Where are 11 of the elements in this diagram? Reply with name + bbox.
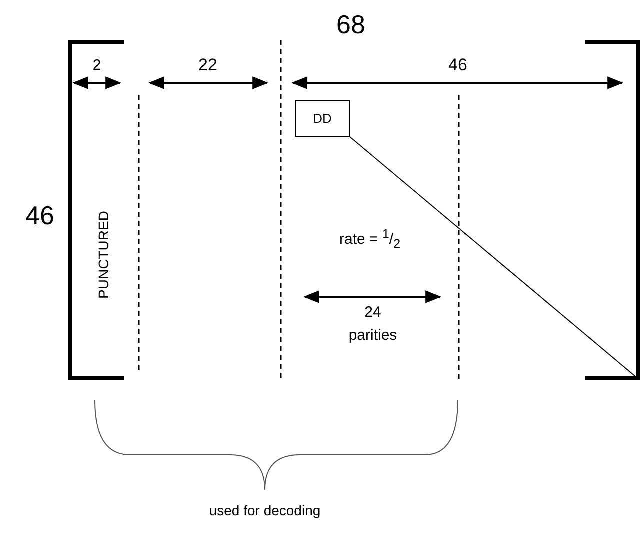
matrix-block-box: DD: [295, 100, 350, 137]
dimension-label: 2: [92, 58, 102, 74]
dimension-label: 68: [336, 10, 366, 40]
dimension-label: 46: [26, 202, 54, 230]
dimension-label: 46: [448, 56, 468, 76]
rate-label: rate = $^{1}$/$_{2}$: [339, 228, 401, 252]
dimension-label: 22: [198, 56, 218, 76]
region-label: PUNCTURED: [96, 211, 112, 299]
dimension-label: 24: [364, 304, 382, 322]
dimension-caption: parities: [348, 328, 398, 344]
brace-caption: used for decoding: [209, 503, 321, 519]
